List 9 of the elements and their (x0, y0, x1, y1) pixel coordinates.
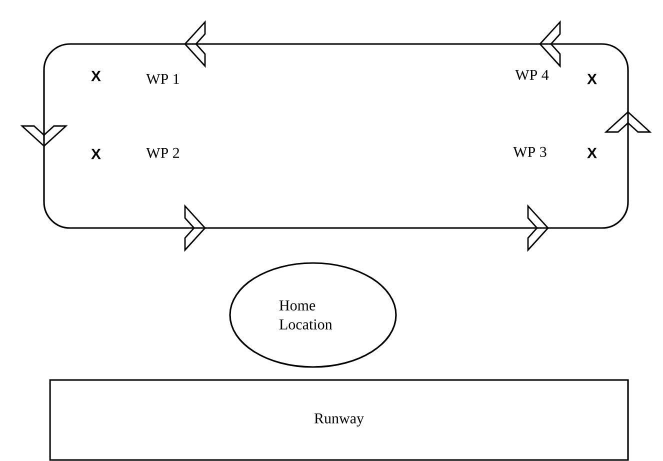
waypoint-mark: X (587, 148, 597, 158)
waypoint-label: WP 3 (513, 146, 546, 158)
waypoint-mark: X (91, 70, 101, 82)
runway-box: Runway (49, 379, 629, 461)
waypoint-mark: X (587, 74, 597, 84)
waypoint-label: WP 1 (146, 74, 179, 84)
waypoint-label: WP 4 (515, 70, 549, 80)
waypoint-mark: X (91, 148, 101, 160)
waypoint-label: WP 2 (146, 148, 180, 158)
